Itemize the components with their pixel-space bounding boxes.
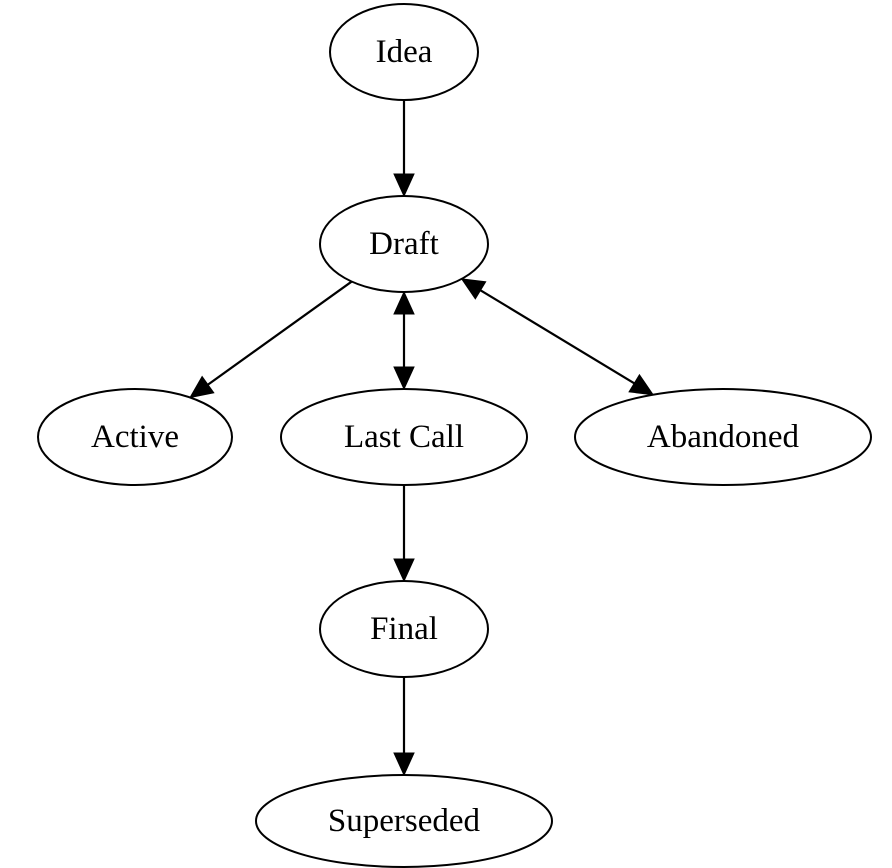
node-last-call: Last Call bbox=[280, 388, 528, 486]
edges-layer bbox=[189, 100, 655, 777]
node-abandoned-label: Abandoned bbox=[647, 419, 800, 455]
node-idea: Idea bbox=[329, 3, 479, 101]
edge-last-call-to-final bbox=[393, 485, 415, 583]
arrowhead-last-call bbox=[393, 366, 415, 391]
node-abandoned-ellipse bbox=[574, 388, 872, 486]
node-draft-label: Draft bbox=[369, 226, 439, 262]
arrowhead-abandoned bbox=[628, 373, 655, 396]
node-superseded: Superseded bbox=[255, 774, 553, 868]
edge-line bbox=[479, 289, 635, 385]
node-idea-ellipse bbox=[329, 3, 479, 101]
node-last-call-ellipse bbox=[280, 388, 528, 486]
edge-draft-to-active bbox=[189, 280, 353, 399]
arrowhead-final bbox=[393, 558, 415, 583]
edge-idea-to-draft bbox=[393, 100, 415, 198]
node-superseded-ellipse bbox=[255, 774, 553, 868]
edge-final-to-superseded bbox=[393, 677, 415, 777]
edge-draft-to-abandoned bbox=[460, 278, 655, 396]
node-final: Final bbox=[319, 580, 489, 678]
node-last-call-label: Last Call bbox=[344, 419, 464, 455]
node-superseded-label: Superseded bbox=[328, 803, 481, 839]
arrowhead-draft bbox=[460, 278, 487, 300]
node-final-ellipse bbox=[319, 580, 489, 678]
node-active-ellipse bbox=[37, 388, 233, 486]
arrowhead-draft bbox=[393, 173, 415, 198]
node-draft-ellipse bbox=[319, 195, 489, 293]
node-idea-label: Idea bbox=[376, 34, 433, 70]
arrowhead-draft bbox=[393, 290, 415, 315]
node-active: Active bbox=[37, 388, 233, 486]
node-final-label: Final bbox=[370, 611, 438, 647]
edge-draft-to-last-call bbox=[393, 290, 415, 391]
node-draft: Draft bbox=[319, 195, 489, 293]
node-abandoned: Abandoned bbox=[574, 388, 872, 486]
arrowhead-superseded bbox=[393, 752, 415, 777]
node-active-label: Active bbox=[91, 419, 179, 455]
arrowhead-active bbox=[189, 375, 215, 399]
edge-line bbox=[207, 280, 353, 386]
